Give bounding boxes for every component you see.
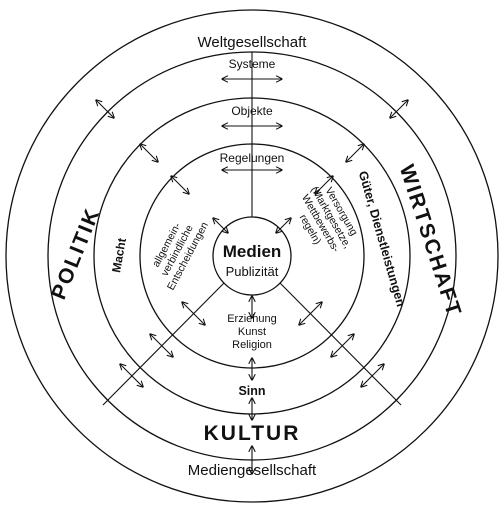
arrow-tr-inner <box>276 218 291 233</box>
kultur-label: KULTUR <box>204 422 301 445</box>
sinn-label: Sinn <box>238 384 265 398</box>
gueter-label: Güter, Dienstleistungen <box>356 170 408 309</box>
arrow-ll-1 <box>182 302 205 325</box>
arrow-tl-3 <box>96 100 114 118</box>
arrow-tr-1 <box>315 176 333 194</box>
entscheidungen-text: allgemein- verbindliche Entscheidungen <box>150 220 211 292</box>
arrow-tl-1 <box>171 176 189 194</box>
kunst-label: Kunst <box>238 326 266 338</box>
arrow-tl-inner <box>213 218 228 233</box>
arrow-lr-2 <box>331 334 354 357</box>
mediengesellschaft-label: Mediengesellschaft <box>188 462 317 479</box>
politik-label: POLITIK <box>47 204 105 302</box>
medien-label: Medien <box>223 242 282 261</box>
macht-label: Macht <box>109 237 129 274</box>
erziehung-label: Erziehung <box>227 313 277 325</box>
arrow-tr-2 <box>346 144 364 162</box>
arrow-tl-2 <box>140 144 158 162</box>
publizitaet-label: Publizität <box>226 264 279 279</box>
arrow-tr-3 <box>390 100 408 118</box>
religion-label: Religion <box>232 339 272 351</box>
systeme-label: Systeme <box>229 57 276 71</box>
arrow-ll-2 <box>150 334 173 357</box>
versorgung-text: Versorgung (Marktgesetze, Wettbewerbs- r… <box>297 184 360 254</box>
arrow-ll-3 <box>120 364 143 387</box>
regelungen-label: Regelungen <box>220 151 285 165</box>
outer-ring <box>5 9 499 503</box>
objekte-label: Objekte <box>231 104 273 118</box>
arrow-lr-1 <box>299 302 322 325</box>
weltgesellschaft-label: Weltgesellschaft <box>198 34 308 51</box>
arrow-lr-3 <box>361 364 384 387</box>
